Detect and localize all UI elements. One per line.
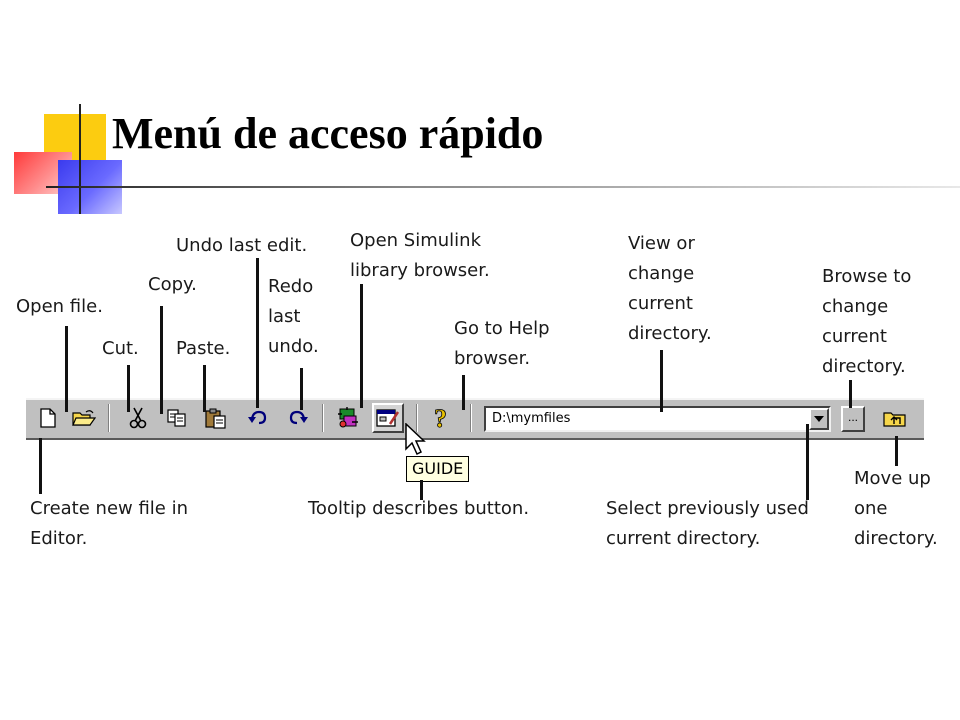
label-copy: Copy. bbox=[148, 274, 197, 295]
leader-line-browse-directory bbox=[849, 380, 852, 408]
leader-line-simulink bbox=[360, 284, 363, 408]
leader-line-open-file bbox=[65, 326, 68, 412]
label-browse-directory: Browse to change current directory. bbox=[822, 266, 912, 377]
leader-line-cut bbox=[127, 365, 130, 412]
new-file-button[interactable] bbox=[34, 404, 62, 432]
label-simulink: Open Simulink library browser. bbox=[350, 230, 490, 281]
directory-dropdown-button[interactable] bbox=[809, 408, 829, 430]
page-title: Menú de acceso rápido bbox=[112, 109, 544, 158]
new-file-icon bbox=[40, 408, 56, 428]
dropdown-arrow-icon bbox=[814, 416, 824, 422]
redo-icon bbox=[289, 410, 308, 425]
simulink-button[interactable] bbox=[334, 404, 362, 432]
toolbar-separator bbox=[108, 404, 110, 432]
redo-button[interactable] bbox=[284, 404, 312, 432]
label-select-previous: Select previously used current directory… bbox=[606, 498, 809, 549]
simulink-icon bbox=[338, 407, 358, 428]
undo-button[interactable] bbox=[244, 404, 272, 432]
label-tooltip: Tooltip describes button. bbox=[308, 498, 530, 519]
toolbar-separator bbox=[416, 404, 418, 432]
toolbar-separator bbox=[322, 404, 324, 432]
toolbar: ? D:\mymfiles ... bbox=[26, 398, 924, 440]
label-cut: Cut. bbox=[102, 338, 139, 359]
leader-line-undo bbox=[256, 258, 259, 408]
cut-button[interactable] bbox=[124, 404, 152, 432]
guide-icon bbox=[376, 409, 400, 427]
leader-line-select-previous bbox=[806, 424, 809, 500]
up-directory-button[interactable] bbox=[881, 404, 909, 432]
folder-up-icon bbox=[883, 412, 906, 427]
current-directory-combo[interactable]: D:\mymfiles bbox=[484, 406, 831, 432]
undo-icon bbox=[248, 410, 267, 425]
copy-icon bbox=[167, 409, 186, 427]
leader-line-view-directory bbox=[660, 350, 663, 412]
open-file-button[interactable] bbox=[70, 404, 98, 432]
leader-line-redo bbox=[300, 368, 303, 410]
label-open-file: Open file. bbox=[16, 296, 103, 317]
guide-button[interactable] bbox=[372, 403, 404, 433]
current-directory-value: D:\mymfiles bbox=[492, 411, 571, 426]
leader-line-tooltip bbox=[420, 480, 423, 500]
paste-icon bbox=[205, 408, 226, 429]
decor-vertical-line bbox=[79, 104, 81, 214]
guide-tooltip: GUIDE bbox=[406, 456, 470, 482]
leader-line-new-file bbox=[39, 438, 42, 494]
help-icon: ? bbox=[434, 405, 448, 431]
mouse-cursor-icon bbox=[405, 423, 426, 456]
open-folder-icon bbox=[72, 410, 96, 426]
help-button[interactable]: ? bbox=[428, 404, 456, 432]
title-underline bbox=[46, 186, 960, 188]
label-paste: Paste. bbox=[176, 338, 231, 359]
paste-button[interactable] bbox=[202, 404, 230, 432]
leader-line-paste bbox=[203, 365, 206, 412]
leader-line-help bbox=[462, 375, 465, 410]
label-redo: Redo last undo. bbox=[268, 276, 319, 357]
label-undo: Undo last edit. bbox=[176, 235, 308, 256]
leader-line-copy bbox=[160, 306, 163, 414]
leader-line-move-up bbox=[895, 436, 898, 466]
svg-text:?: ? bbox=[434, 405, 447, 431]
cut-icon bbox=[129, 407, 147, 429]
browse-directory-button[interactable]: ... bbox=[841, 406, 865, 432]
copy-button[interactable] bbox=[163, 404, 191, 432]
label-new-file: Create new file in Editor. bbox=[30, 498, 189, 549]
label-help: Go to Help browser. bbox=[454, 318, 550, 369]
label-view-directory: View or change current directory. bbox=[628, 233, 712, 344]
toolbar-separator bbox=[470, 404, 472, 432]
label-move-up: Move up one directory. bbox=[854, 468, 938, 549]
